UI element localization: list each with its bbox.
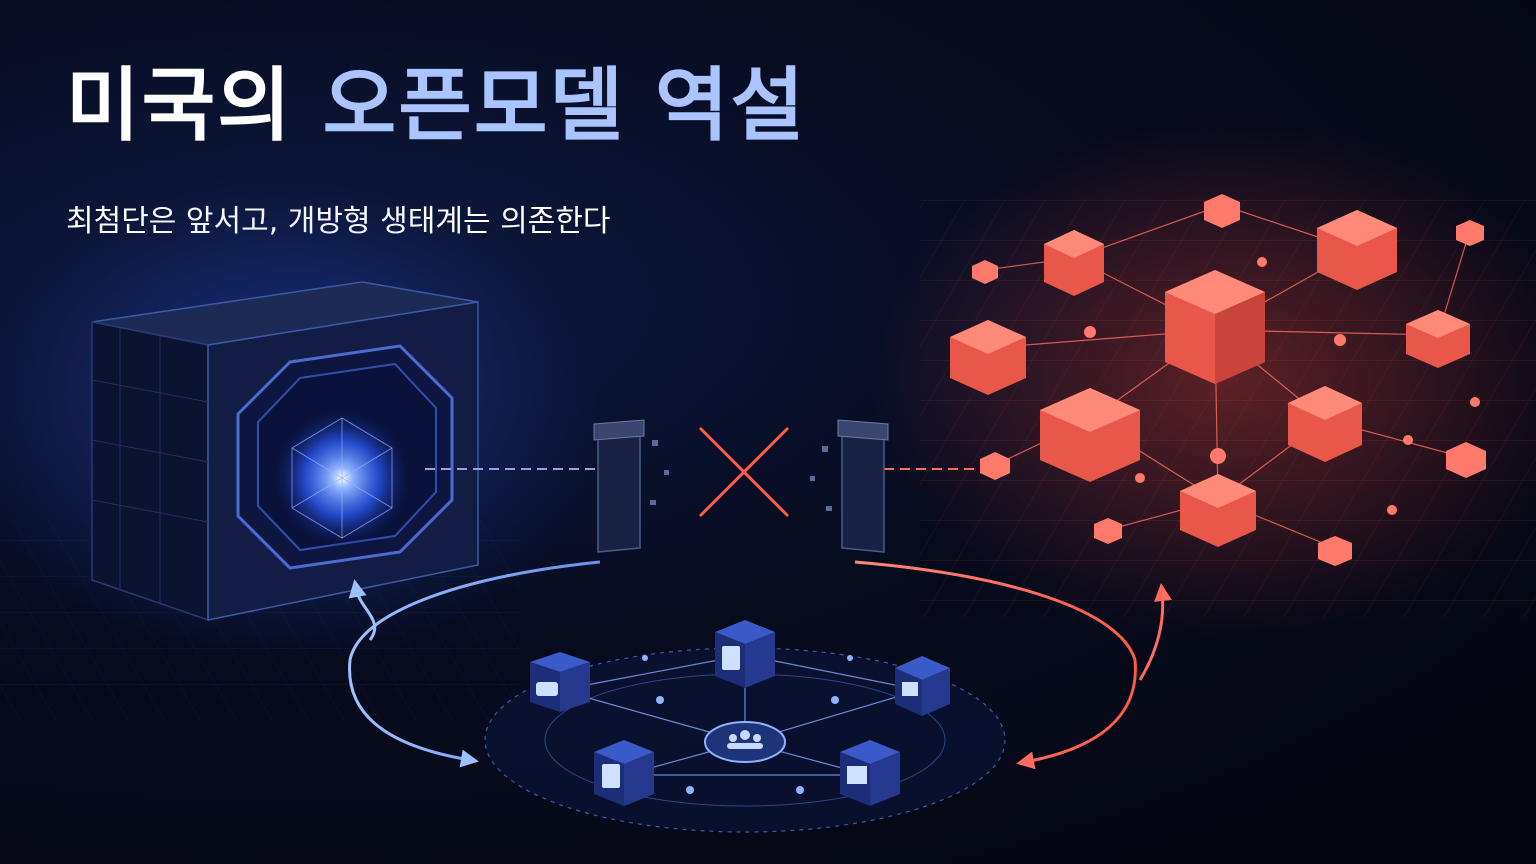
red-return-arc xyxy=(1138,583,1172,681)
title-part-blue: 오픈모델 역설 xyxy=(322,59,807,152)
broken-gate-icon xyxy=(593,419,889,553)
ecosystem-platform xyxy=(484,620,1006,833)
red-open-network-icon xyxy=(950,194,1486,566)
package-icon xyxy=(895,656,950,716)
blocked-x-icon xyxy=(698,426,790,518)
community-icon xyxy=(727,730,763,749)
dashboard-icon xyxy=(840,740,900,806)
page-title: 미국의 오픈모델 역설 xyxy=(66,62,806,150)
blue-return-arc xyxy=(348,579,377,641)
document-icon xyxy=(715,620,775,688)
blue-flow-arc xyxy=(348,560,601,768)
report-icon xyxy=(594,740,654,806)
closed-model-vault-icon xyxy=(91,281,479,622)
title-part-white: 미국의 xyxy=(66,59,323,152)
chat-app-icon xyxy=(530,652,590,712)
red-flow-arc xyxy=(854,560,1137,770)
